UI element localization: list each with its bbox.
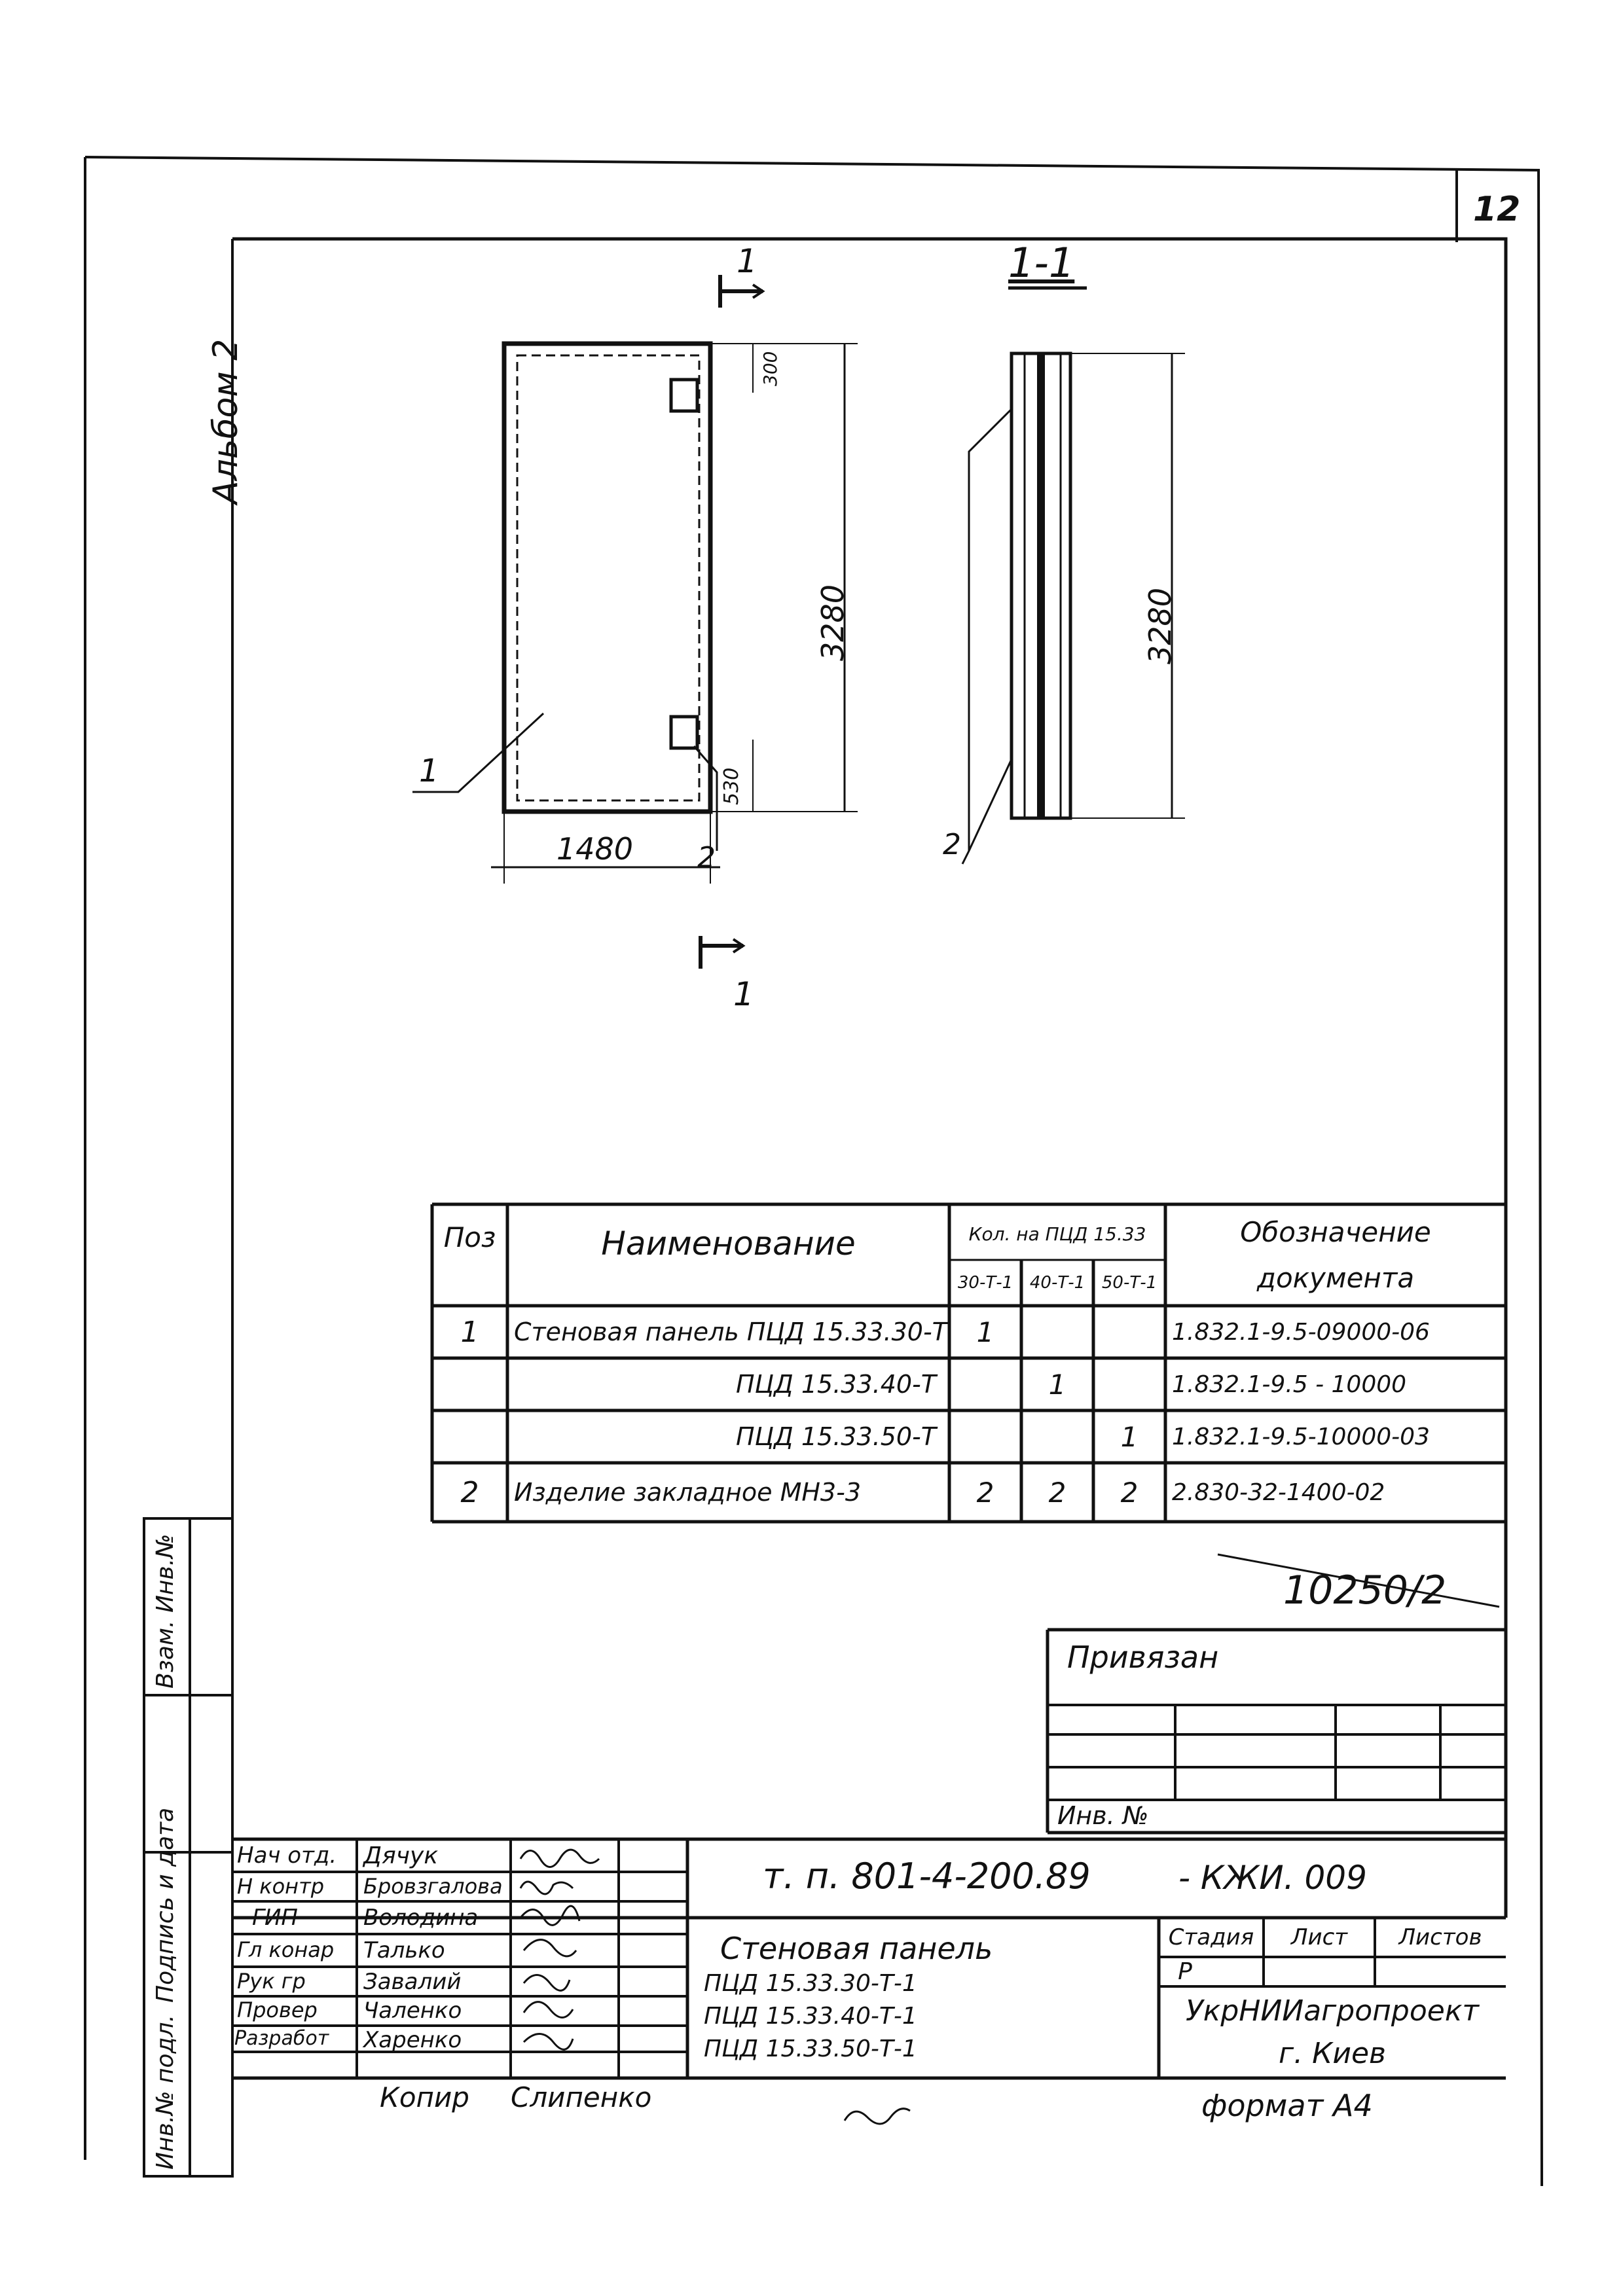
cell-q1: 1 xyxy=(976,1316,994,1348)
role-label: Нач отд. xyxy=(237,1842,337,1869)
section-mark-bottom: 1 xyxy=(733,975,754,1013)
cell-name: ПЦД 15.33.50-Т xyxy=(736,1422,936,1451)
spec-header-doc-2: документа xyxy=(1256,1262,1415,1294)
panel-front-view xyxy=(412,341,858,884)
person-name: Бровзгалова xyxy=(363,1874,503,1899)
organization: УкрНИИагропроект xyxy=(1185,1994,1480,2028)
product-name: Стеновая панель xyxy=(720,1931,993,1966)
role-label: Н контр xyxy=(237,1874,325,1899)
callout-2-side: 2 xyxy=(943,828,961,861)
dim-height-front: 3280 xyxy=(815,584,850,661)
main-frame xyxy=(232,237,1508,1918)
cell-q3: 1 xyxy=(1120,1420,1139,1453)
stage-label: Стадия xyxy=(1168,1924,1254,1950)
cell-q2: 2 xyxy=(1048,1476,1067,1509)
spec-header-qty: Кол. на ПЦД 15.33 xyxy=(968,1223,1146,1245)
person-name: Завалий xyxy=(363,1969,462,1995)
role-label: Рук гр xyxy=(237,1969,306,1994)
document-code: т. п. 801-4-200.89 xyxy=(763,1856,1091,1897)
role-label: Гл конар xyxy=(237,1937,335,1962)
cell-q2 xyxy=(1021,1306,1093,1358)
product-code: ПЦД 15.33.50-Т-1 xyxy=(704,2036,917,2062)
person-name: Володина xyxy=(363,1905,479,1931)
spec-header-qty-sub: 50-Т-1 xyxy=(1101,1273,1158,1293)
cell-q1 xyxy=(949,1410,1021,1463)
binding-label: Привязан xyxy=(1067,1640,1219,1675)
cell-doc: 1.832.1-9.5-10000-03 xyxy=(1172,1423,1430,1450)
role-label: Разработ xyxy=(234,2027,329,2050)
document-code-suffix: - КЖИ. 009 xyxy=(1178,1859,1367,1897)
dim-bottom: 530 xyxy=(720,767,743,805)
callout-2: 2 xyxy=(697,841,716,874)
cell-pos xyxy=(432,1410,507,1463)
section-markers xyxy=(699,275,1087,969)
page-number: 12 xyxy=(1473,190,1521,229)
section-mark-top: 1 xyxy=(737,242,757,280)
signatures xyxy=(519,1848,911,2125)
person-name: Дячук xyxy=(363,1842,439,1869)
cell-name: ПЦД 15.33.40-Т xyxy=(736,1370,936,1399)
product-code: ПЦД 15.33.30-Т-1 xyxy=(704,1970,917,1997)
role-label: ГИП xyxy=(252,1905,298,1931)
cell-doc: 1.832.1-9.5-09000-06 xyxy=(1172,1318,1430,1346)
spec-table-grid xyxy=(430,1202,1506,1524)
copied-by-name: Слипенко xyxy=(511,2081,652,2113)
binding-number: 10250/2 xyxy=(1283,1568,1447,1613)
dim-top: 300 xyxy=(759,351,781,386)
side-stamp-label: Подпись и дата xyxy=(152,1807,179,2003)
section-title: 1-1 xyxy=(1008,239,1075,287)
side-stamp-label: Инв.№ подл. xyxy=(152,2015,179,2170)
cell-q2 xyxy=(1021,1410,1093,1463)
spec-header-qty-sub: 40-Т-1 xyxy=(1029,1273,1085,1293)
cell-q3 xyxy=(1093,1306,1165,1358)
cell-doc: 1.832.1-9.5 - 10000 xyxy=(1172,1371,1407,1398)
sheet-label: Лист xyxy=(1290,1924,1348,1950)
cell-q1: 2 xyxy=(976,1476,994,1509)
sheets-label: Листов xyxy=(1398,1924,1482,1950)
product-code: ПЦД 15.33.40-Т-1 xyxy=(704,2003,917,2030)
spec-header-qty-sub: 30-Т-1 xyxy=(957,1273,1013,1293)
cell-pos xyxy=(432,1358,507,1410)
album-label: Альбом 2 xyxy=(206,338,246,504)
cell-pos: 1 xyxy=(460,1315,479,1349)
format-label: формат А4 xyxy=(1201,2088,1373,2123)
cell-q1 xyxy=(949,1358,1021,1410)
cell-pos: 2 xyxy=(460,1475,479,1509)
inv-label: Инв. № xyxy=(1057,1801,1149,1830)
cell-name: Стеновая панель ПЦД 15.33.30-Т xyxy=(514,1318,947,1346)
title-block-grid xyxy=(232,1837,1506,2080)
dim-height-side: 3280 xyxy=(1142,587,1178,664)
city: г. Киев xyxy=(1279,2037,1386,2070)
cell-q3 xyxy=(1093,1358,1165,1410)
role-label: Провер xyxy=(237,1998,318,2022)
spec-header-doc-1: Обозначение xyxy=(1240,1216,1431,1248)
side-stamp-frame xyxy=(143,1517,234,2178)
spec-header-pos: Поз xyxy=(443,1221,496,1253)
cell-name: Изделие закладное МН3-3 xyxy=(514,1478,861,1507)
dim-width: 1480 xyxy=(556,831,634,867)
callout-1: 1 xyxy=(419,753,439,789)
spec-header-name: Наименование xyxy=(601,1225,856,1263)
person-name: Чаленко xyxy=(363,1998,462,2024)
cell-doc: 2.830-32-1400-02 xyxy=(1172,1479,1385,1506)
cell-q3: 2 xyxy=(1120,1476,1139,1509)
cell-q2: 1 xyxy=(1048,1368,1067,1401)
panel-side-view xyxy=(961,351,1185,865)
person-name: Харенко xyxy=(363,2027,462,2053)
side-stamp-label: Взам. Инв.№ xyxy=(152,1534,179,1689)
outer-border xyxy=(84,156,1543,2187)
stage-value: Р xyxy=(1178,1958,1192,1985)
binding-block-grid xyxy=(1046,1553,1506,1835)
person-name: Талько xyxy=(363,1937,445,1964)
copied-by-label: Копир xyxy=(380,2081,469,2113)
